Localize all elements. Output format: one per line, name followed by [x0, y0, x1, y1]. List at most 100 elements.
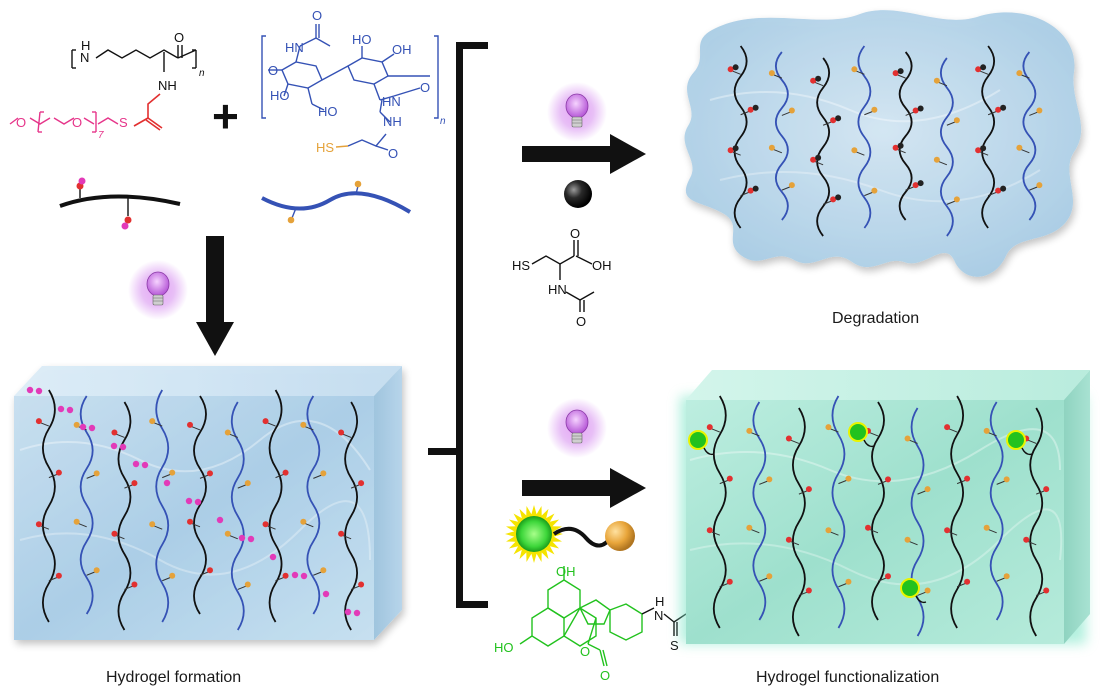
- thiol-group: [149, 521, 156, 528]
- peg-repeat-7: 7: [98, 130, 104, 141]
- thiol-group: [953, 117, 960, 124]
- norbornene-group: [358, 581, 365, 588]
- thiol-group: [766, 476, 773, 483]
- polylysine-nh-side: NH: [158, 78, 177, 93]
- thiol-group: [1003, 476, 1010, 483]
- uv-lightbulb-icon: [128, 260, 188, 320]
- ha-hn-2: HN: [382, 94, 401, 109]
- norbornene-group: [55, 469, 62, 476]
- plus-sign: +: [212, 90, 239, 142]
- thiol-group: [1016, 144, 1023, 151]
- ha-o-thiol-carbonyl: O: [388, 146, 398, 161]
- caption-hydrogel-functionalization: Hydrogel functionalization: [756, 669, 939, 686]
- peg-backbone-strand: [268, 389, 283, 623]
- peg-oxygen-1: O: [16, 115, 26, 130]
- n-acetylcysteine-structure: HS OH O HN O: [512, 226, 612, 329]
- cysteine-hn: HN: [548, 282, 567, 297]
- norbornene-group: [912, 182, 919, 189]
- peg-backbone-strand: [871, 401, 885, 621]
- norbornene-group: [187, 421, 193, 428]
- norbornene-group: [262, 521, 269, 528]
- norbornene-group: [1043, 486, 1050, 493]
- reaction-arrow-down: [196, 236, 234, 356]
- cysteine-carbonyl-o: O: [570, 226, 580, 241]
- norbornene-group: [805, 486, 812, 493]
- peg-backbone-strand: [791, 407, 806, 637]
- norbornene-group: [810, 77, 817, 84]
- ha-ho-1: HO: [270, 88, 290, 103]
- hydrogel-formation-block: [14, 366, 402, 640]
- fluorescein-o-lactone: O: [600, 668, 610, 683]
- ha-oh: OH: [392, 42, 412, 57]
- norbornene-group: [207, 567, 213, 574]
- ha-ho-2: HO: [318, 104, 338, 119]
- cysteine-acetyl-o: O: [576, 314, 586, 329]
- fluorescein-oh-top: OH: [556, 564, 576, 579]
- functionalized-polymer-network: [688, 395, 1050, 637]
- thiol-group: [871, 187, 878, 194]
- norbornene-group: [706, 424, 713, 431]
- fluorescein-thiourea-s: S: [670, 638, 679, 653]
- norbornene-group: [1023, 536, 1030, 543]
- thiol-group: [746, 427, 753, 434]
- degradation-polymer-network: [727, 45, 1043, 237]
- norbornene-group: [338, 530, 345, 537]
- norbornene-group: [995, 106, 1002, 113]
- ha-backbone-strand: [306, 395, 321, 615]
- thiol-group: [766, 573, 773, 580]
- norbornene-group: [35, 418, 42, 425]
- caption-hydrogel-formation: Hydrogel formation: [106, 669, 241, 686]
- thiol-group: [224, 530, 231, 537]
- norbornene-group: [830, 196, 837, 203]
- norbornene-group: [282, 572, 289, 579]
- fluorescein-ho: HO: [494, 640, 514, 655]
- hydrogel-functionalization-block: [680, 370, 1090, 644]
- ha-ho-3: HO: [352, 32, 372, 47]
- fluorescein-n1: N: [654, 608, 663, 623]
- norbornene-group: [747, 106, 754, 113]
- peg-backbone-strand: [344, 401, 359, 631]
- free-peg-pendant: [26, 386, 34, 394]
- ha-backbone-strand: [939, 57, 954, 237]
- uv-lightbulb-icon: [547, 82, 607, 142]
- norbornene-group: [964, 475, 971, 482]
- peg-backbone-strand: [950, 395, 965, 629]
- norbornene-group: [706, 527, 713, 534]
- ha-backbone-strand: [79, 395, 94, 615]
- free-peg-pendant: [185, 497, 193, 505]
- norbornene-group: [830, 117, 837, 124]
- norbornene-group: [131, 480, 138, 487]
- norbornene-group: [964, 578, 971, 585]
- polylysine-n: N: [80, 50, 89, 65]
- norbornene-group: [207, 470, 213, 477]
- peg-backbone-strand: [733, 45, 748, 229]
- thiol-group: [933, 156, 940, 163]
- norbornene-group: [282, 469, 289, 476]
- reaction-arrow-right-top: [522, 134, 646, 174]
- peg-backbone-strand: [898, 51, 913, 221]
- fluorescein-o-ring: O: [580, 644, 590, 659]
- thiol-group: [73, 421, 80, 428]
- norbornene-group: [35, 521, 42, 528]
- norbornene-group: [805, 587, 812, 594]
- schematic-ha-polymer: [261, 180, 412, 224]
- norbornene-group: [975, 66, 982, 73]
- norbornene-group: [727, 66, 734, 73]
- peg-backbone-strand: [117, 401, 132, 631]
- ha-nh: NH: [383, 114, 402, 129]
- free-peg-pendant: [119, 443, 127, 451]
- reaction-arrow-right-bottom: [522, 468, 646, 508]
- free-peg-pendant: [353, 609, 361, 617]
- thiol-group: [788, 182, 795, 189]
- free-peg-pendant: [344, 608, 352, 616]
- free-peg-pendant: [300, 572, 308, 580]
- thiol-group: [169, 469, 176, 476]
- free-peg-pendant: [269, 553, 277, 561]
- norbornene-group: [944, 424, 951, 431]
- thiol-group: [871, 106, 878, 113]
- norbornene-group: [810, 156, 817, 163]
- norbornene-group: [111, 429, 118, 436]
- thiol-group: [924, 587, 931, 594]
- free-peg-pendant: [163, 479, 171, 487]
- thiol-group: [746, 524, 753, 531]
